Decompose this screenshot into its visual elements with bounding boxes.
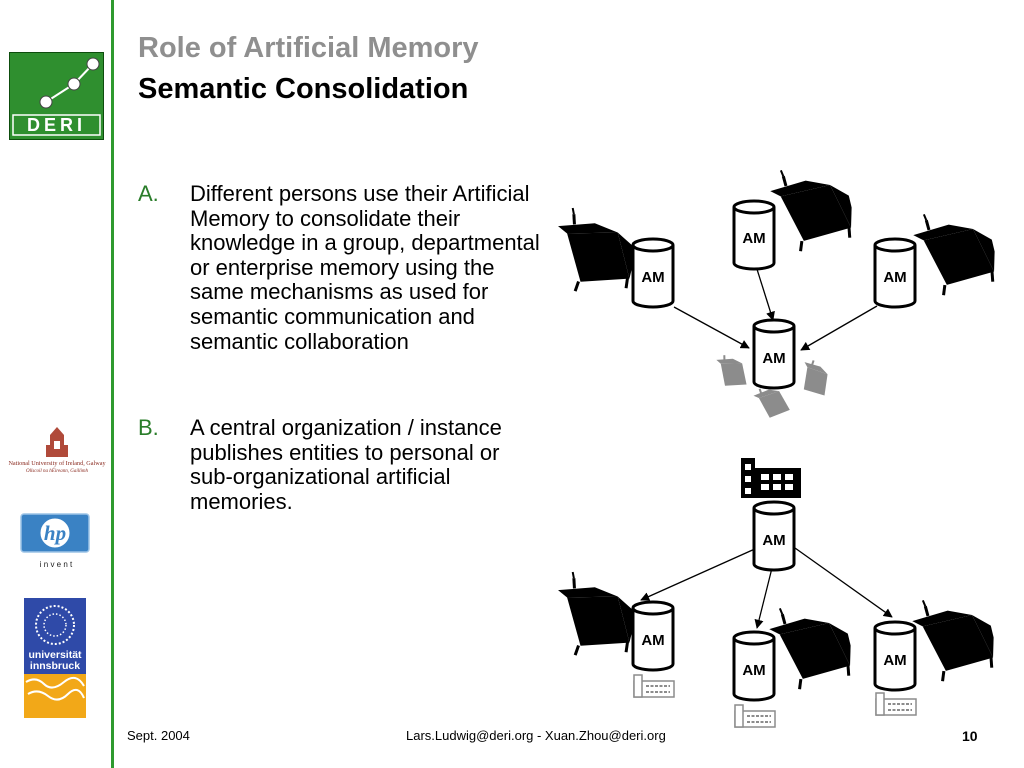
page-title: Role of Artificial Memory: [138, 32, 479, 64]
nuig-line1: National University of Ireland, Galway: [8, 460, 106, 467]
am-cylinder: AM: [752, 500, 796, 572]
list-marker-b: B.: [138, 415, 159, 440]
am-cylinder: AM: [752, 318, 796, 390]
hp-tagline: i n v e n t: [40, 560, 73, 569]
arrow: [794, 547, 893, 618]
am-label: AM: [762, 350, 785, 367]
list-text-a: Different persons use their Artificial M…: [190, 181, 540, 354]
small-person-icon: [711, 352, 752, 391]
arrow: [640, 547, 758, 601]
nui-galway-logo: National University of Ireland, Galway O…: [4, 425, 110, 477]
person-icon: [547, 204, 642, 301]
am-diagram: AM AM AM AM AM AM: [545, 164, 1015, 735]
small-building-icon: [734, 704, 776, 728]
am-cylinder: AM: [732, 199, 776, 271]
list-text-b: A central organization / instance publis…: [190, 415, 502, 514]
am-label: AM: [641, 632, 664, 649]
hp-logo: hp i n v e n t: [20, 513, 92, 571]
am-label: AM: [641, 269, 664, 286]
person-icon: [767, 164, 856, 255]
am-cylinder: AM: [631, 237, 675, 309]
building-icon: [741, 458, 801, 498]
person-icon: [766, 602, 855, 693]
list-marker-a: A.: [138, 181, 159, 206]
innsbruck-logo: universität innsbruck: [24, 598, 86, 718]
arrow: [673, 306, 750, 349]
arrow: [754, 567, 773, 629]
am-label: AM: [883, 269, 906, 286]
sidebar-divider: [111, 0, 114, 768]
deri-logo-text: DERI: [27, 115, 86, 135]
am-cylinder: AM: [631, 600, 675, 672]
page-number: 10: [962, 728, 978, 744]
footer-date: Sept. 2004: [127, 728, 190, 743]
am-cylinder: AM: [732, 630, 776, 702]
small-building-icon: [633, 674, 675, 698]
footer-contact: Lars.Ludwig@deri.org - Xuan.Zhou@deri.or…: [406, 728, 666, 743]
am-label: AM: [742, 662, 765, 679]
am-cylinder: AM: [873, 237, 917, 309]
small-building-icon: [875, 692, 917, 716]
am-label: AM: [762, 532, 785, 549]
small-person-icon: [791, 355, 838, 401]
page-subtitle: Semantic Consolidation: [138, 73, 469, 105]
person-icon: [909, 594, 998, 685]
nuig-line2: Ollscoil na hÉireann, Gaillimh: [26, 468, 89, 474]
am-cylinder: AM: [873, 620, 917, 692]
arrow: [800, 305, 878, 351]
person-icon: [910, 208, 999, 299]
hp-logo-text: hp: [44, 521, 66, 545]
innsbruck-line2: innsbruck: [30, 660, 80, 672]
arrow: [755, 265, 775, 321]
small-person-icon: [751, 384, 792, 421]
innsbruck-line1: universität: [28, 649, 82, 661]
person-icon: [547, 568, 642, 665]
am-label: AM: [742, 230, 765, 247]
am-label: AM: [883, 652, 906, 669]
deri-logo: DERI: [9, 52, 104, 140]
